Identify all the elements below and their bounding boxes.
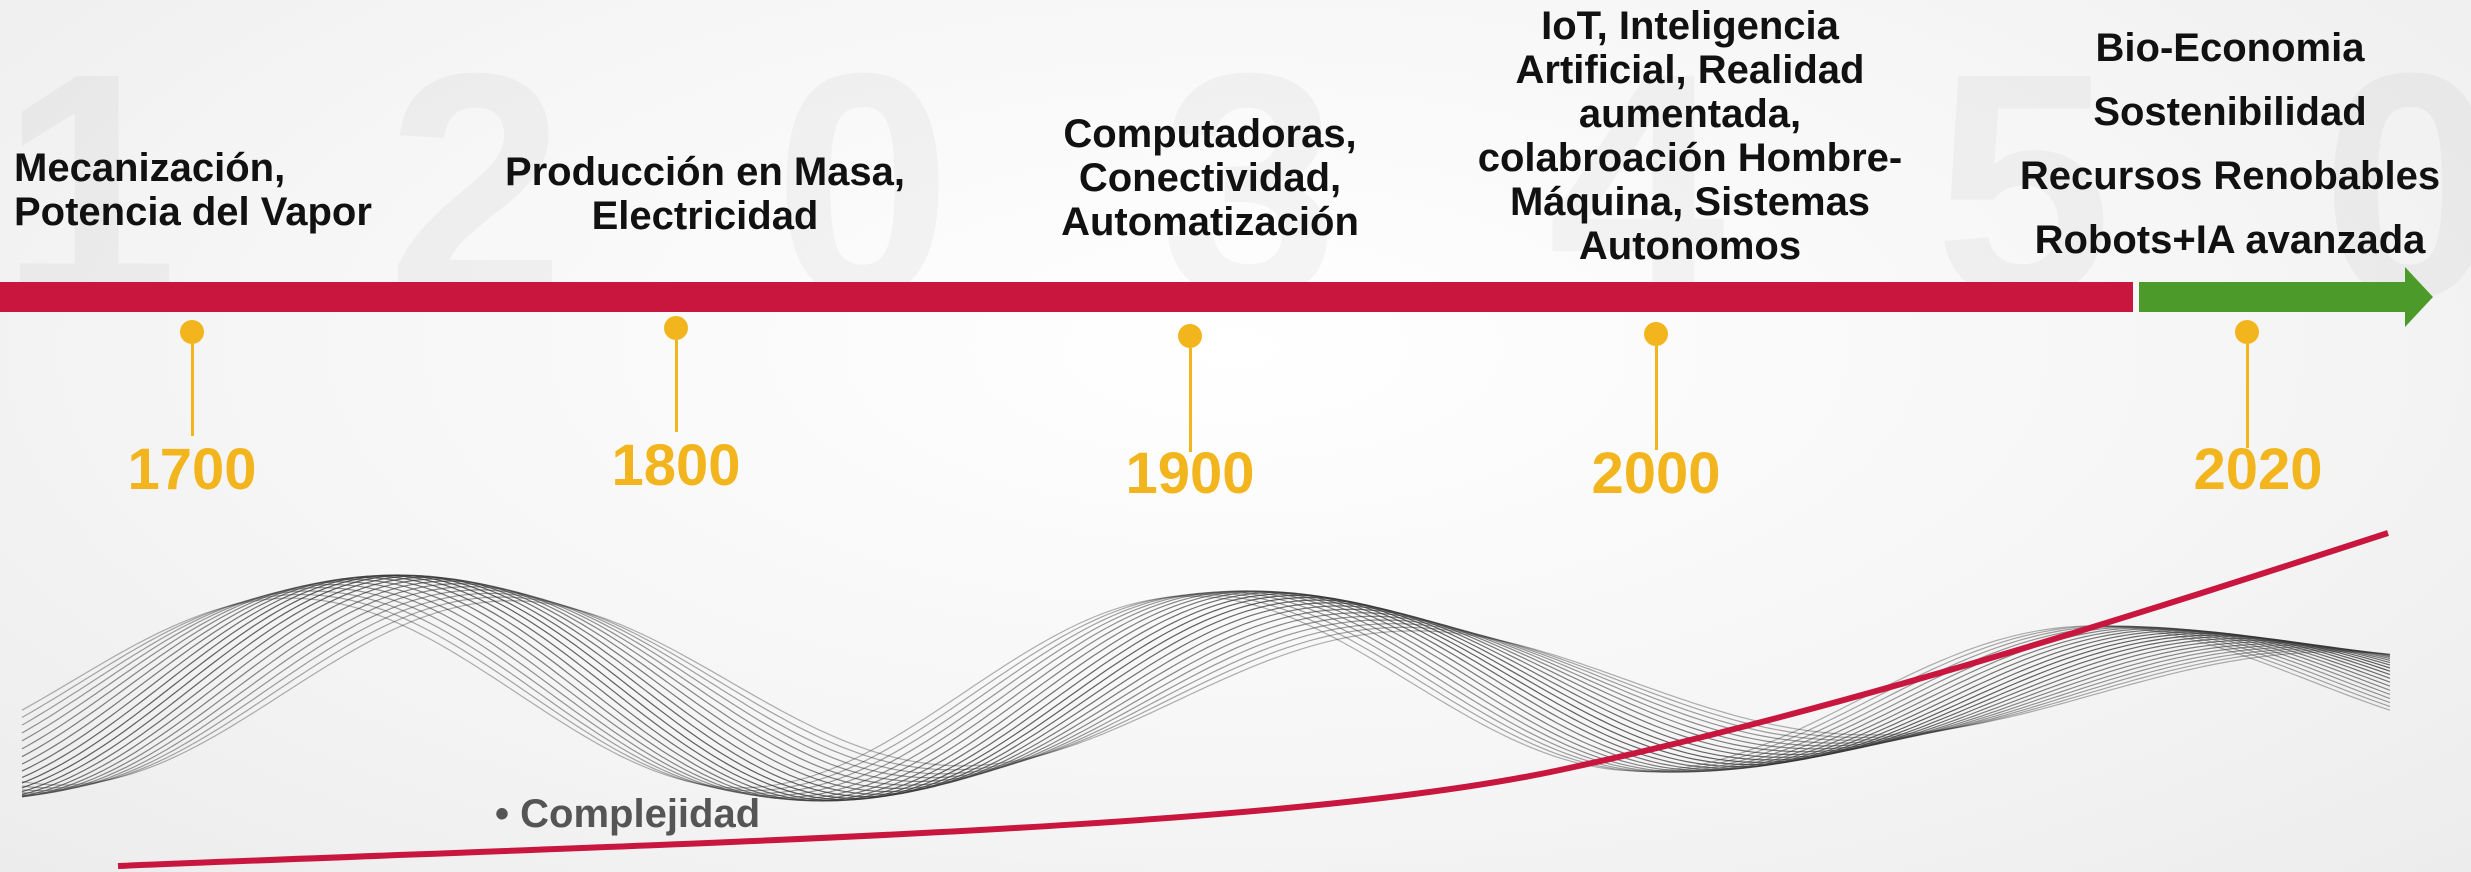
era-1700-description: Mecanización, Potencia del Vapor bbox=[14, 146, 372, 234]
wave-line bbox=[21, 576, 2391, 796]
arrow-right-icon bbox=[2405, 267, 2433, 327]
wave-line bbox=[21, 589, 2391, 794]
year-1700: 1700 bbox=[127, 437, 257, 502]
wave-line bbox=[21, 580, 2391, 798]
wave-line bbox=[21, 592, 2391, 792]
wave-line bbox=[21, 575, 2391, 802]
wave-line bbox=[21, 586, 2391, 796]
wave-line bbox=[21, 578, 2391, 801]
complexity-curve bbox=[117, 530, 2389, 869]
complexity-legend: • Complejidad bbox=[495, 792, 760, 837]
wave-line bbox=[21, 593, 2391, 792]
era-1900-description: Computadoras, Conectividad, Automatizaci… bbox=[1061, 112, 1359, 244]
year-2020: 2020 bbox=[2193, 437, 2323, 502]
year-2000: 2000 bbox=[1591, 441, 1721, 506]
wave-line bbox=[21, 576, 2391, 802]
wave-line bbox=[21, 581, 2391, 800]
pin-icon bbox=[1644, 322, 1668, 450]
wave-line bbox=[21, 600, 2391, 786]
wave-line bbox=[21, 574, 2391, 800]
wave-line bbox=[21, 574, 2391, 801]
wave-line bbox=[21, 583, 2391, 798]
era-2000-description: IoT, Inteligencia Artificial, Realidad a… bbox=[1477, 4, 1903, 268]
timeline-bar bbox=[0, 282, 2133, 312]
wave-line bbox=[21, 596, 2391, 789]
legend-bullet: • bbox=[495, 792, 510, 836]
legend-label: Complejidad bbox=[520, 792, 761, 836]
wave-line bbox=[21, 595, 2391, 789]
wave-line bbox=[21, 586, 2391, 797]
era-2020-description: Bio-Economia Sostenibilidad Recursos Ren… bbox=[2019, 26, 2441, 262]
year-1900: 1900 bbox=[1125, 441, 1255, 506]
wave-line bbox=[21, 590, 2391, 794]
wave-line bbox=[21, 578, 2391, 797]
pin-icon bbox=[1178, 324, 1202, 452]
pin-icon bbox=[180, 320, 204, 436]
pin-icon bbox=[664, 316, 688, 432]
timeline-future-bar bbox=[2139, 282, 2409, 312]
wave-line bbox=[21, 574, 2391, 802]
wave-line bbox=[21, 584, 2391, 799]
era-1800-description: Producción en Masa, Electricidad bbox=[504, 150, 906, 238]
pin-icon bbox=[2235, 320, 2259, 448]
year-1800: 1800 bbox=[611, 433, 741, 498]
